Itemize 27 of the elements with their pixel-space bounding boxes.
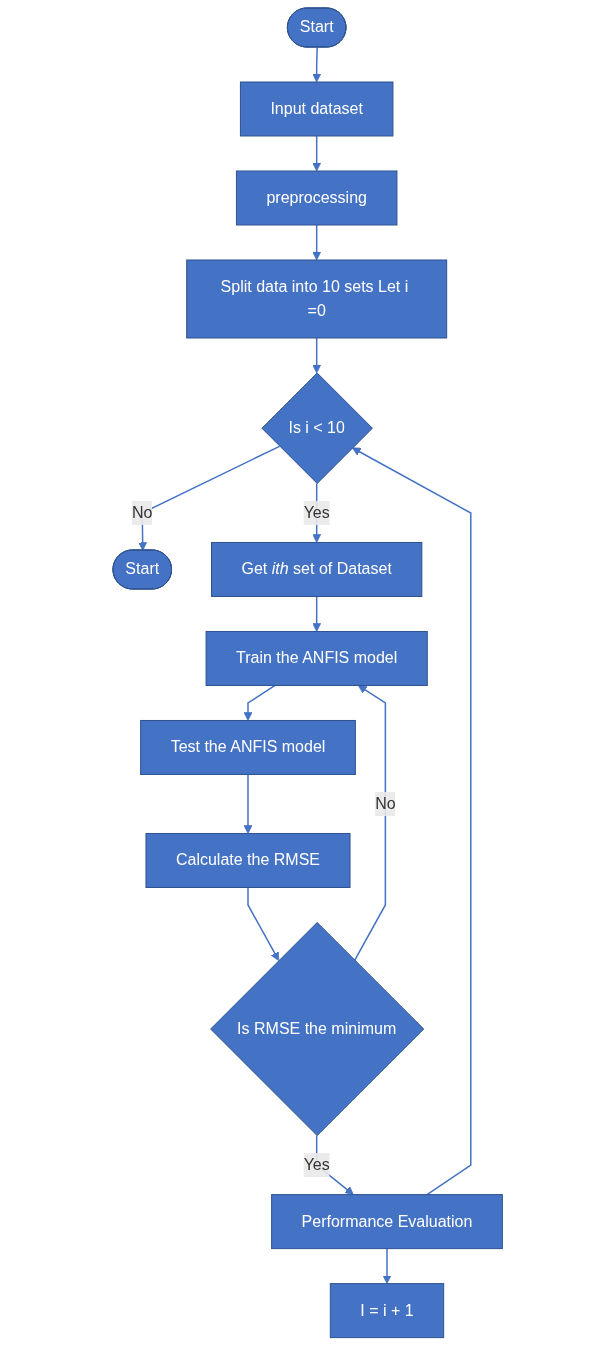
edge-label: No xyxy=(374,794,396,812)
node-box: I = i + 1 xyxy=(329,1283,444,1339)
arrow xyxy=(351,447,472,1196)
arrow xyxy=(138,445,281,551)
arrow xyxy=(243,684,276,721)
arrow xyxy=(312,595,321,632)
node-box: Input dataset xyxy=(239,81,394,137)
arrow xyxy=(247,886,279,961)
edge-label: Yes xyxy=(303,503,330,521)
arrow xyxy=(353,685,386,962)
arrow xyxy=(312,337,321,374)
edge-label: No xyxy=(131,503,153,521)
arrow xyxy=(382,1247,392,1284)
arrow xyxy=(243,773,253,834)
arrow xyxy=(312,224,321,261)
node-box: Calculate the RMSE xyxy=(145,832,351,888)
node-diamond: Is RMSE the minimum xyxy=(209,921,425,1137)
node-box: Test the ANFIS model xyxy=(139,720,356,775)
node-box: preprocessing xyxy=(235,170,398,226)
arrow xyxy=(312,46,321,83)
node-box: Get ith set of Dataset xyxy=(210,542,423,597)
arrow xyxy=(312,135,321,172)
node-box: Performance Evaluation xyxy=(270,1194,503,1250)
node-diamond: Is i < 10 xyxy=(261,372,373,484)
node-box: Train the ANFIS model xyxy=(205,631,428,686)
edge-label: Yes xyxy=(303,1156,330,1174)
node-box: Split data into 10 sets Let i =0 xyxy=(186,259,447,339)
